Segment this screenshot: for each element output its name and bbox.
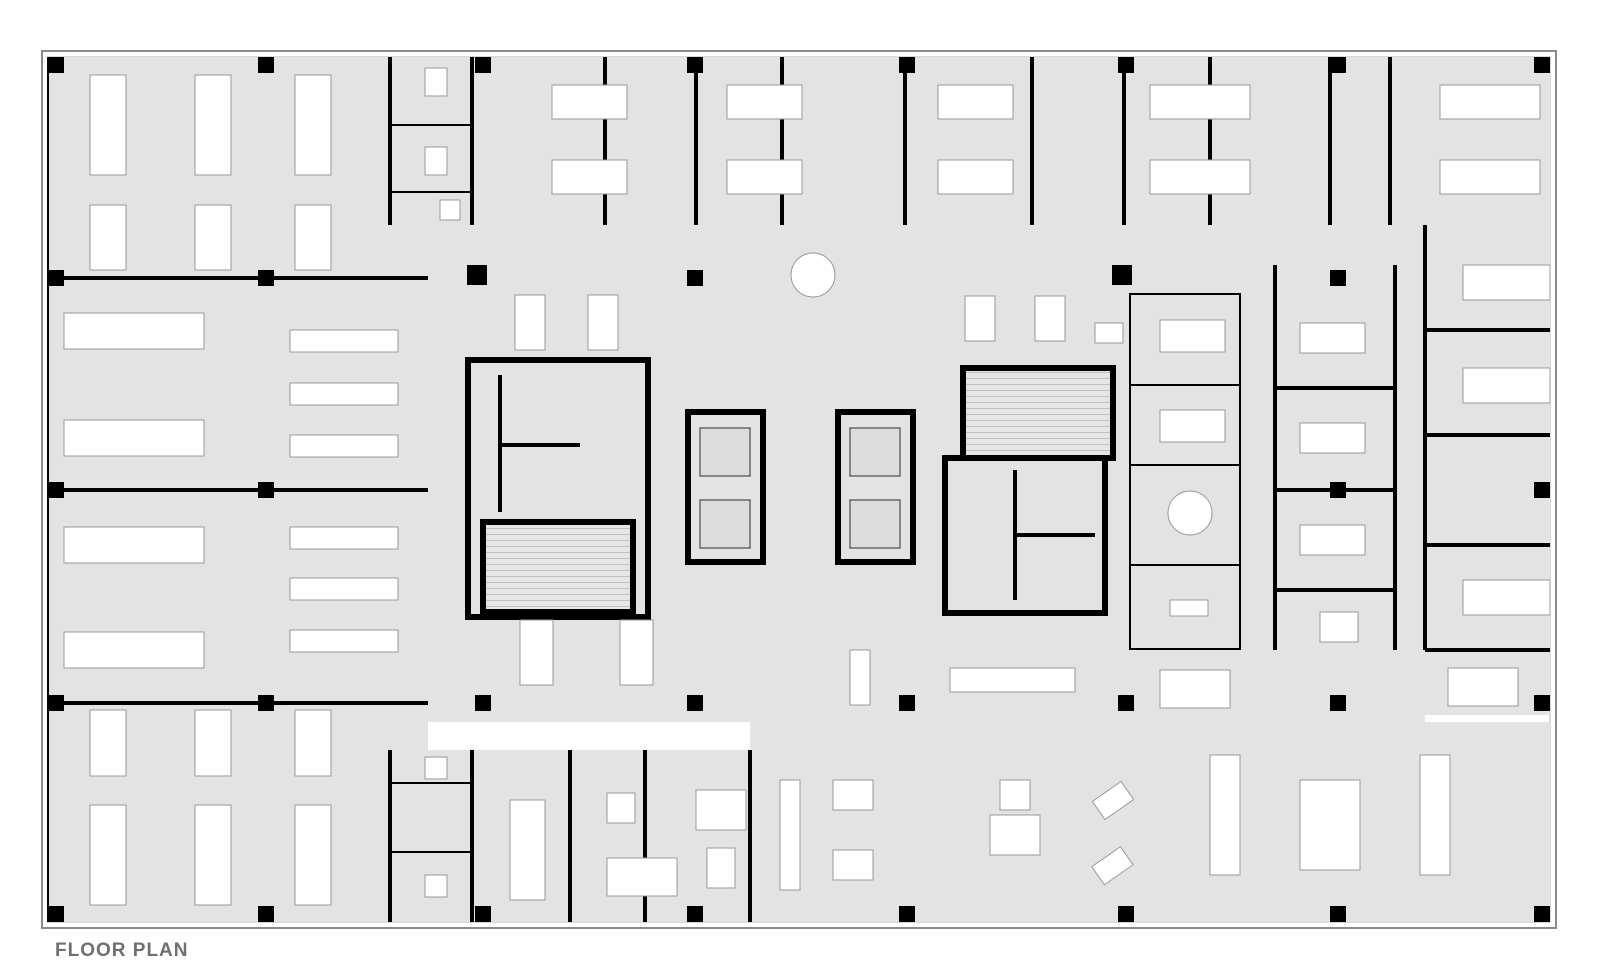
desk-clusters-north — [424, 67, 1541, 221]
north-offices — [390, 57, 1550, 225]
core-stair-west — [480, 519, 636, 615]
south-lounge — [750, 722, 1550, 922]
core-stair-east — [960, 365, 1116, 461]
building-core — [465, 357, 1116, 620]
desk-clusters-west — [63, 74, 399, 906]
drawing-caption: FLOOR PLAN — [55, 940, 189, 961]
east-wing — [1425, 225, 1550, 715]
lounge-furniture — [424, 754, 1451, 901]
structural-columns — [48, 57, 1550, 922]
core-meeting-furniture — [514, 252, 1551, 709]
